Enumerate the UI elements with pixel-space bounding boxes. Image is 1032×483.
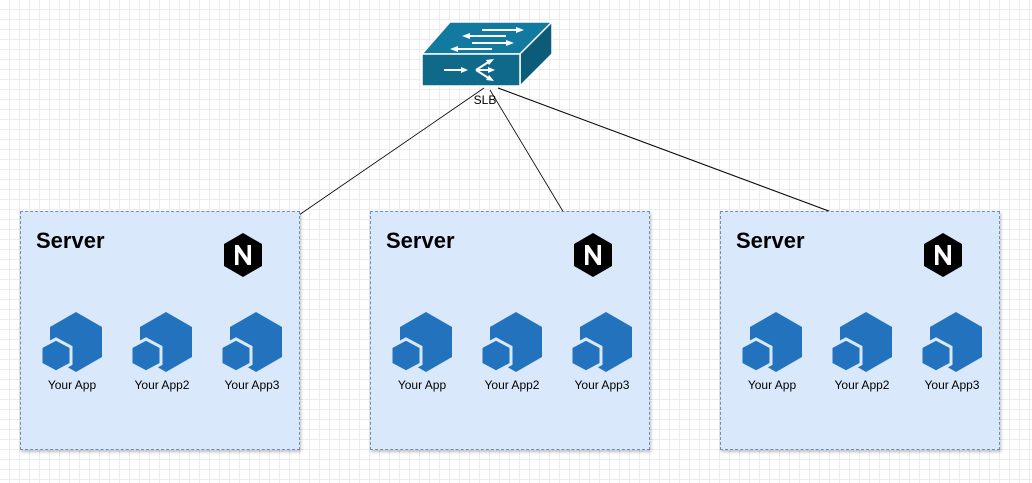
slb-label: SLB xyxy=(473,93,497,107)
nginx-icon[interactable] xyxy=(573,232,613,278)
app-label: Your App2 xyxy=(134,378,190,392)
app-icon[interactable] xyxy=(919,312,985,378)
nginx-icon[interactable] xyxy=(223,232,263,278)
app-icon[interactable] xyxy=(829,312,895,378)
app-icon[interactable] xyxy=(129,312,195,378)
server-box-1[interactable]: Server Your App Your App2 Your App3 xyxy=(20,211,300,450)
app-label: Your App2 xyxy=(484,378,540,392)
app-label: Your App xyxy=(47,378,97,392)
app-label: Your App xyxy=(747,378,797,392)
server-title: Server xyxy=(36,228,105,253)
app-label: Your App2 xyxy=(834,378,890,392)
app-label: Your App3 xyxy=(924,378,980,392)
slb-switch-icon[interactable] xyxy=(420,18,554,88)
server-box-2[interactable]: Server Your App Your App2 Your App3 xyxy=(370,211,650,450)
server-box-3[interactable]: Server Your App Your App2 Your App3 xyxy=(720,211,1000,450)
app-icon[interactable] xyxy=(739,312,805,378)
server-title: Server xyxy=(736,228,805,253)
app-icon[interactable] xyxy=(39,312,105,378)
app-label: Your App3 xyxy=(574,378,630,392)
app-icon[interactable] xyxy=(219,312,285,378)
server-title: Server xyxy=(386,228,455,253)
app-label: Your App3 xyxy=(224,378,280,392)
app-icon[interactable] xyxy=(569,312,635,378)
edge-slb-to-nginx-2 xyxy=(489,89,577,234)
app-icon[interactable] xyxy=(479,312,545,378)
app-label: Your App xyxy=(397,378,447,392)
app-icon[interactable] xyxy=(389,312,455,378)
edge-slb-to-nginx-1 xyxy=(267,87,485,237)
nginx-icon[interactable] xyxy=(923,232,963,278)
